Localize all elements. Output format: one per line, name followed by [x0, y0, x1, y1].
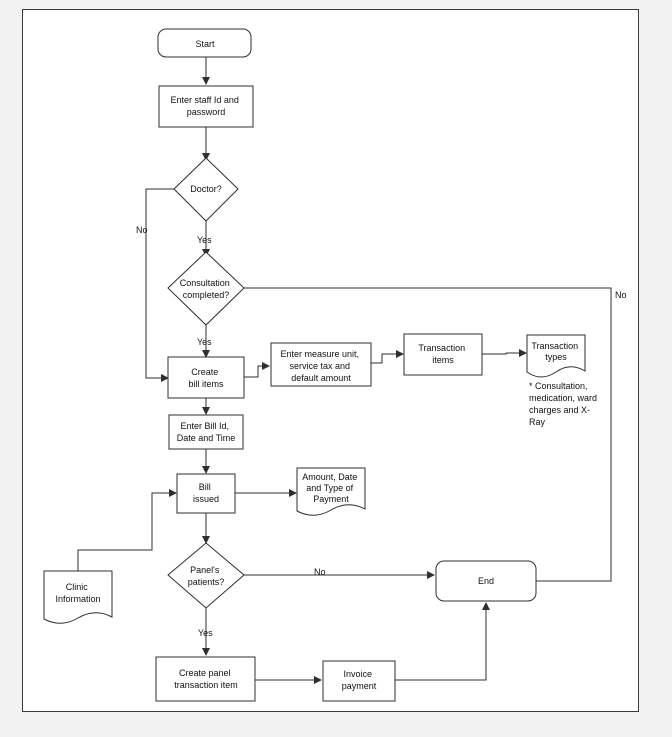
label-no-doctor: No [136, 225, 148, 235]
node-create-panel-text: Create panel transaction item [174, 668, 238, 690]
node-invoice: Invoice payment [322, 660, 396, 702]
transaction-types-note-text: * Consultation, medication, ward charges… [529, 381, 600, 427]
edge-transaction-types [482, 349, 527, 357]
node-doctor-text: Doctor? [190, 184, 222, 194]
label-yes-panels: Yes [198, 628, 213, 638]
node-enter-bill-line-2: Date and Time [177, 433, 236, 443]
node-consultation: Consultation completed? [167, 251, 245, 326]
node-start-text: Start [195, 39, 215, 49]
node-create-bill-line-2: bill items [188, 379, 224, 389]
node-create-bill-text: Create bill items [188, 367, 224, 389]
node-bill-issued-text: Bill issued [193, 482, 219, 504]
node-end: End [435, 560, 537, 602]
edge-consult-no-end [244, 287, 612, 581]
node-panels: Panel's patients? [167, 542, 245, 609]
node-bill-issued: Bill issued [176, 473, 236, 514]
note-line-1: * Consultation, [529, 381, 588, 391]
node-clinic-info-text: Clinic Information [55, 582, 100, 604]
node-invoice-text: Invoice payment [342, 669, 377, 691]
node-login-line-1: Enter staff Id and [171, 95, 239, 105]
node-bill-issued-line-1: Bill [199, 482, 211, 492]
node-amount-doc-line-3: Payment [313, 494, 349, 504]
node-invoice-line-2: payment [342, 681, 377, 691]
node-panels-line-1: Panel's [190, 565, 220, 575]
node-start: Start [157, 28, 252, 58]
edge-measure-transaction [371, 350, 404, 364]
node-amount-doc-line-2: and Type of [306, 483, 353, 493]
node-create-bill-line-1: Create [191, 367, 218, 377]
node-clinic-info-line-2: Information [55, 594, 100, 604]
edge-doctor-no [145, 188, 174, 382]
node-panels-text: Panel's patients? [188, 565, 225, 587]
node-amount-doc-line-1: Amount, Date [302, 472, 357, 482]
edge-invoice-end [395, 602, 490, 681]
node-end-text: End [478, 576, 494, 586]
edge-create-measure [244, 362, 270, 378]
node-enter-measure-line-3: default amount [291, 373, 351, 383]
node-transaction-items: Transaction items [403, 333, 483, 376]
node-doctor: Doctor? [173, 157, 239, 222]
node-consultation-line-2: completed? [183, 290, 230, 300]
node-create-panel-line-1: Create panel [179, 668, 231, 678]
node-bill-issued-line-2: issued [193, 494, 219, 504]
node-transaction-items-text: Transaction items [418, 343, 467, 365]
node-login-text: Enter staff Id and password [171, 95, 242, 117]
node-enter-measure-line-2: service tax and [289, 361, 350, 371]
node-invoice-line-1: Invoice [343, 669, 372, 679]
note-line-4: Ray [529, 417, 546, 427]
edge-labels: No Yes Yes No No Yes [136, 225, 627, 638]
node-transaction-types-text: Transaction types [531, 341, 580, 362]
note-line-3: charges and X- [529, 405, 590, 415]
node-create-panel-line-2: transaction item [174, 680, 238, 690]
node-enter-measure: Enter measure unit, service tax and defa… [270, 342, 372, 387]
label-yes-consult: Yes [197, 337, 212, 347]
node-consultation-line-1: Consultation [180, 278, 230, 288]
node-panels-line-2: patients? [188, 577, 225, 587]
edge-clinic-billissued [77, 489, 177, 571]
node-enter-measure-text: Enter measure unit, service tax and defa… [280, 349, 361, 383]
node-clinic-info: Clinic Information [43, 570, 113, 624]
label-no-panels: No [314, 567, 326, 577]
node-transaction-types-line-1: Transaction [531, 341, 578, 351]
node-consultation-text: Consultation completed? [180, 278, 233, 300]
transaction-types-note: * Consultation, medication, ward charges… [529, 381, 600, 427]
node-enter-bill-line-1: Enter Bill Id, [180, 421, 229, 431]
node-amount-doc: Amount, Date and Type of Payment [296, 467, 366, 516]
node-clinic-info-line-1: Clinic [66, 582, 89, 592]
node-create-panel: Create panel transaction item [155, 656, 256, 702]
node-enter-measure-line-1: Enter measure unit, [280, 349, 359, 359]
node-transaction-types-line-2: types [545, 352, 567, 362]
node-transaction-items-line-2: items [432, 355, 454, 365]
label-yes-doctor: Yes [197, 235, 212, 245]
node-login-line-2: password [187, 107, 226, 117]
node-enter-bill: Enter Bill Id, Date and Time [168, 414, 244, 450]
node-create-bill: Create bill items [167, 356, 245, 399]
node-transaction-types: Transaction types [526, 334, 586, 378]
node-transaction-items-line-1: Transaction [418, 343, 465, 353]
node-enter-bill-text: Enter Bill Id, Date and Time [177, 421, 236, 443]
node-amount-doc-text: Amount, Date and Type of Payment [302, 472, 360, 504]
label-no-consult: No [615, 290, 627, 300]
note-line-2: medication, ward [529, 393, 597, 403]
node-login: Enter staff Id and password [158, 85, 254, 128]
